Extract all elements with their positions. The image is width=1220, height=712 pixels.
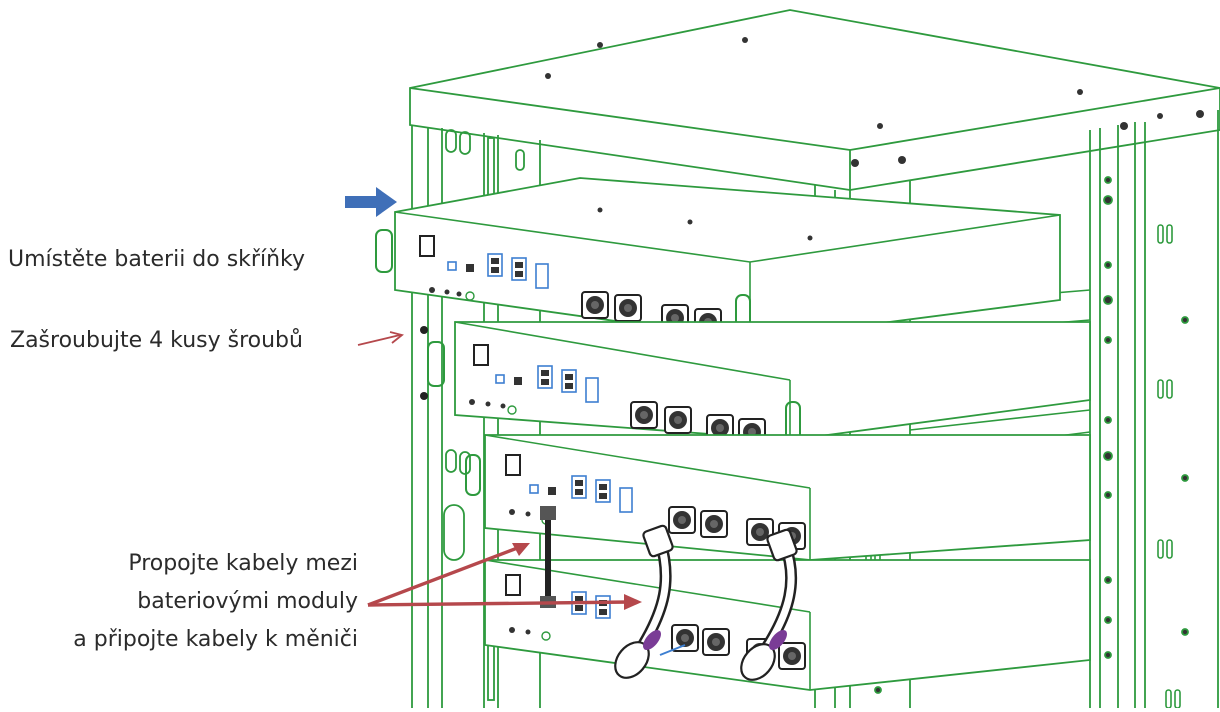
insert-direction-arrow bbox=[345, 187, 397, 217]
label-screws: Zašroubujte 4 kusy šroubů bbox=[10, 328, 303, 353]
label-connect-line-1: Propojte kabely mezi bbox=[128, 551, 358, 576]
label-connect-cables: Propojte kabely mezi bateriovými moduly … bbox=[73, 545, 358, 659]
inter-module-cables bbox=[540, 506, 798, 681]
label-connect-line-2: bateriovými moduly bbox=[137, 589, 358, 614]
battery-module-1 bbox=[375, 177, 1061, 341]
label-place-battery: Umístěte baterii do skříňky bbox=[8, 247, 305, 272]
rack-top-panel bbox=[409, 9, 1220, 191]
battery-module-2 bbox=[420, 321, 1091, 456]
cable-pointer-arrows bbox=[367, 543, 642, 610]
battery-module-3 bbox=[465, 434, 1091, 561]
label-connect-line-3: a připojte kabely k měniči bbox=[73, 627, 358, 652]
screw-pointer-arrow bbox=[357, 331, 404, 346]
